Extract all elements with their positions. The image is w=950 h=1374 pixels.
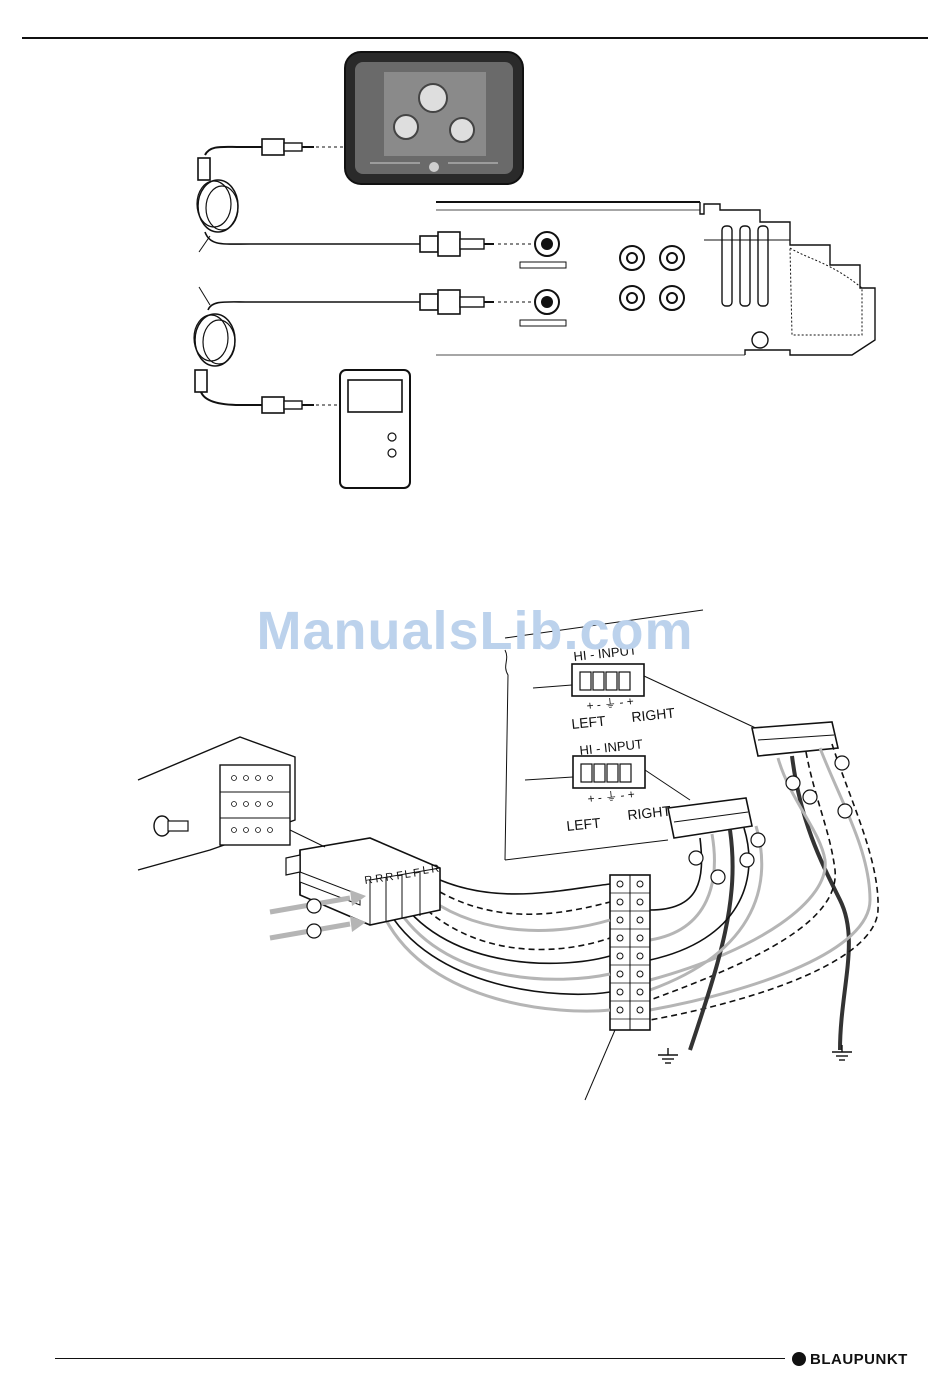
speaker-plug-left [668, 798, 752, 838]
hi-input-upper-right-label: RIGHT [631, 704, 676, 725]
wires-right-plug [650, 744, 878, 1050]
watermark: ManualsLib.com [0, 600, 950, 662]
hi-input-upper-signs: + - ⏚ - + [586, 694, 635, 713]
terminal-strip [585, 875, 650, 1100]
bottom-rule [55, 1358, 785, 1359]
connector-label-lr: L R [422, 863, 440, 877]
control-knob-icon [429, 162, 439, 172]
ground-symbol-right [832, 1045, 852, 1060]
brand-name: BLAUPUNKT [810, 1351, 908, 1368]
iso-harness-connector [286, 838, 440, 925]
rca-socket-group [620, 246, 684, 310]
connector-label-lf: L F [404, 867, 421, 881]
brand-logo: BLAUPUNKT [792, 1349, 908, 1369]
hi-input-lower-left-label: LEFT [566, 814, 602, 834]
mounting-screw-icon [752, 332, 768, 348]
brand-dot-icon [792, 1352, 806, 1366]
screen-menu-icon [419, 84, 447, 112]
remote-control-display [345, 52, 523, 184]
jack-plug-to-unit-upper [420, 232, 566, 268]
hi-input-upper-left-label: LEFT [571, 712, 607, 732]
portable-player [340, 370, 410, 488]
ground-symbol-left [658, 1048, 678, 1063]
screen-menu-icon [450, 118, 474, 142]
screen-menu-icon [394, 115, 418, 139]
car-radio-unit [436, 202, 875, 355]
jack-plug-upper [205, 139, 345, 155]
speaker-plug-right [752, 722, 838, 756]
jack-plug-to-unit-lower [420, 290, 566, 326]
hi-input-lower-right-label: RIGHT [627, 802, 672, 823]
hi-input-lower-title: HI - INPUT [579, 736, 644, 758]
vehicle-harness-bay [138, 737, 325, 870]
connector-label-rf: R F [385, 870, 404, 884]
hi-input-lower-signs: + - ⏚ - + [587, 787, 636, 806]
